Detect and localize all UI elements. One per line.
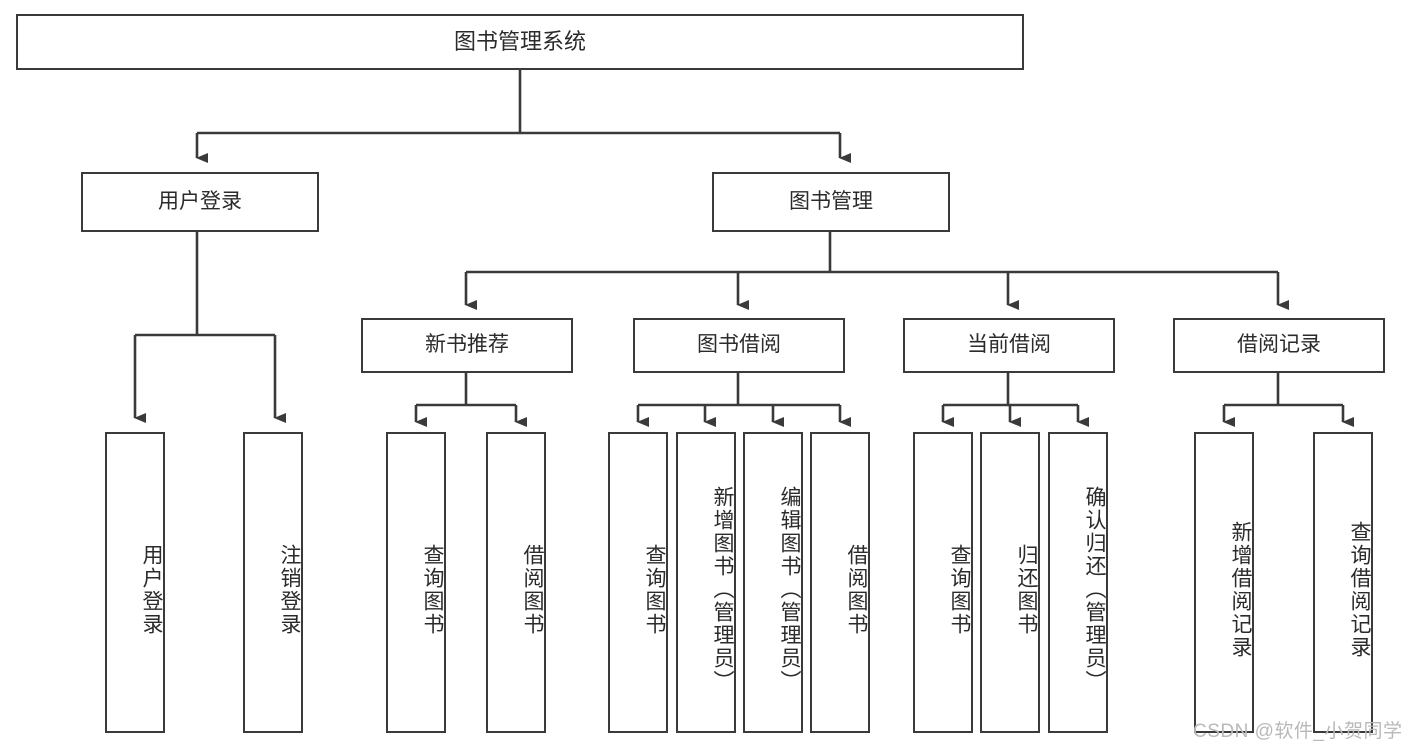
node-root[interactable]: 图书管理系统 bbox=[16, 14, 1024, 70]
node-root-label: 图书管理系统 bbox=[453, 29, 586, 55]
node-leaf-user-logout-label: 注销登录 bbox=[278, 543, 301, 636]
node-leaf-query-record-label: 查询借阅记录 bbox=[1348, 520, 1371, 659]
node-borrow-record-label: 借阅记录 bbox=[1237, 333, 1321, 357]
node-user-login[interactable]: 用户登录 bbox=[81, 172, 319, 232]
node-book-management[interactable]: 图书管理 bbox=[712, 172, 950, 232]
node-current-borrow-label: 当前借阅 bbox=[967, 333, 1051, 357]
node-leaf-edit-book[interactable]: 编辑图书（管理员） bbox=[743, 432, 803, 733]
node-leaf-query-book-3[interactable]: 查询图书 bbox=[913, 432, 973, 733]
node-leaf-add-book-label: 新增图书（管理员） bbox=[711, 486, 734, 693]
node-book-borrow[interactable]: 图书借阅 bbox=[633, 318, 845, 373]
node-leaf-query-book-2[interactable]: 查询图书 bbox=[608, 432, 668, 733]
node-leaf-user-login-label: 用户登录 bbox=[140, 543, 163, 636]
node-leaf-add-record[interactable]: 新增借阅记录 bbox=[1194, 432, 1254, 733]
node-borrow-record[interactable]: 借阅记录 bbox=[1173, 318, 1385, 373]
node-leaf-query-record[interactable]: 查询借阅记录 bbox=[1313, 432, 1373, 733]
node-leaf-borrow-book-2[interactable]: 借阅图书 bbox=[810, 432, 870, 733]
node-leaf-add-record-label: 新增借阅记录 bbox=[1229, 520, 1252, 659]
node-leaf-query-book-3-label: 查询图书 bbox=[948, 543, 971, 636]
node-new-book-recommend[interactable]: 新书推荐 bbox=[361, 318, 573, 373]
node-leaf-query-book-1-label: 查询图书 bbox=[421, 543, 444, 636]
node-leaf-confirm-return[interactable]: 确认归还（管理员） bbox=[1048, 432, 1108, 733]
node-book-borrow-label: 图书借阅 bbox=[697, 333, 781, 357]
node-leaf-query-book-1[interactable]: 查询图书 bbox=[386, 432, 446, 733]
node-new-book-recommend-label: 新书推荐 bbox=[425, 333, 509, 357]
node-leaf-borrow-book-1[interactable]: 借阅图书 bbox=[486, 432, 546, 733]
node-leaf-user-logout[interactable]: 注销登录 bbox=[243, 432, 303, 733]
node-leaf-borrow-book-2-label: 借阅图书 bbox=[845, 543, 868, 636]
node-leaf-return-book[interactable]: 归还图书 bbox=[980, 432, 1040, 733]
node-leaf-add-book[interactable]: 新增图书（管理员） bbox=[676, 432, 736, 733]
node-leaf-user-login[interactable]: 用户登录 bbox=[105, 432, 165, 733]
node-leaf-query-book-2-label: 查询图书 bbox=[643, 543, 666, 636]
node-user-login-label: 用户登录 bbox=[158, 189, 242, 213]
node-leaf-confirm-return-label: 确认归还（管理员） bbox=[1083, 486, 1106, 693]
node-leaf-return-book-label: 归还图书 bbox=[1015, 543, 1038, 636]
node-leaf-borrow-book-1-label: 借阅图书 bbox=[521, 543, 544, 636]
node-leaf-edit-book-label: 编辑图书（管理员） bbox=[778, 486, 801, 693]
node-book-management-label: 图书管理 bbox=[789, 189, 873, 213]
node-current-borrow[interactable]: 当前借阅 bbox=[903, 318, 1115, 373]
watermark-text: CSDN @软件_小贺同学 bbox=[1193, 721, 1403, 742]
